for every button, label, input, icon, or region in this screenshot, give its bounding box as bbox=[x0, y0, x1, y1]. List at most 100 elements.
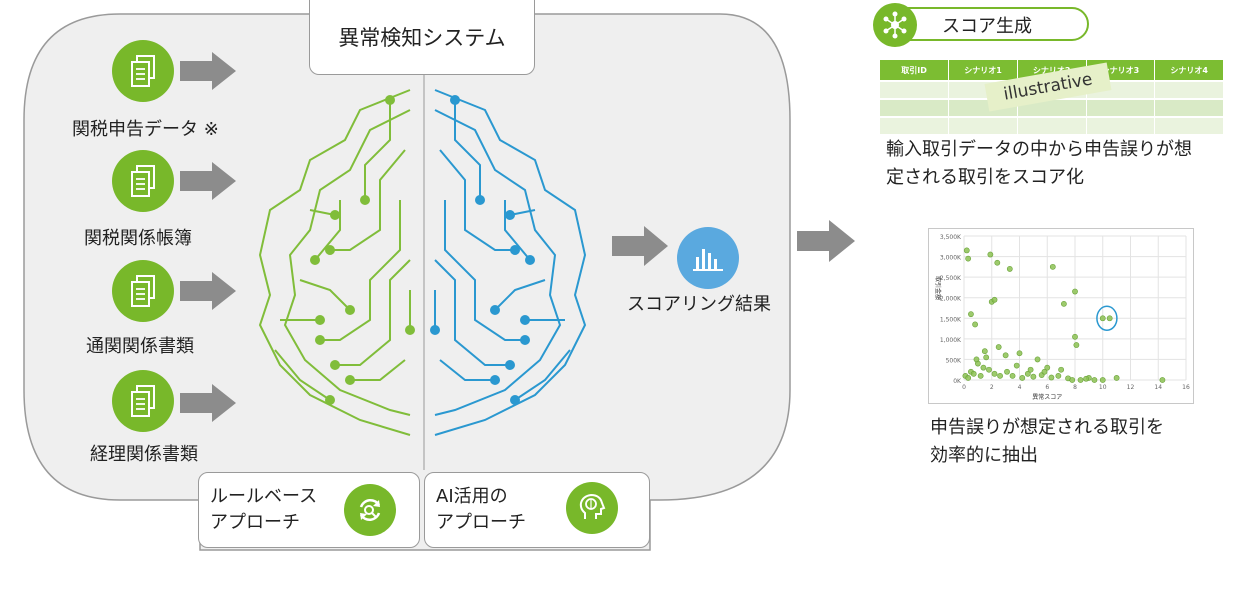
y-tick-label: 3,000K bbox=[940, 255, 962, 262]
network-icon bbox=[873, 3, 917, 47]
table-row bbox=[880, 116, 1224, 134]
scatter-point bbox=[963, 247, 970, 254]
scatter-point bbox=[977, 372, 984, 379]
refresh-search-icon bbox=[344, 484, 396, 536]
bar-chart-icon bbox=[677, 227, 739, 289]
scatter-point bbox=[981, 348, 988, 355]
scatter-point bbox=[1083, 375, 1089, 382]
table-header-cell: 取引ID bbox=[880, 60, 950, 81]
scatter-point bbox=[997, 372, 1003, 379]
score-generation-title: スコア生成 bbox=[942, 16, 1032, 37]
scatter-point bbox=[968, 311, 974, 318]
scatter-point bbox=[1024, 370, 1031, 377]
system-title: 異常検知システム bbox=[309, 0, 535, 75]
scatter-point bbox=[1027, 366, 1034, 373]
scatter-point bbox=[972, 321, 978, 328]
x-tick-label: 0 bbox=[962, 384, 966, 391]
scatter-point bbox=[1044, 364, 1051, 371]
scatter-point bbox=[1041, 368, 1048, 375]
y-tick-label: 2,500K bbox=[940, 275, 962, 282]
scatter-point bbox=[1019, 375, 1026, 381]
document-icon bbox=[112, 370, 174, 432]
document-icon bbox=[112, 260, 174, 322]
scatter-point bbox=[1113, 375, 1120, 381]
source-label: 経理関係書類 bbox=[90, 444, 198, 465]
scatter-point bbox=[1073, 342, 1080, 348]
y-tick-label: 2,000K bbox=[940, 296, 962, 303]
scatter-point bbox=[1069, 377, 1076, 383]
scatter-point bbox=[1106, 315, 1113, 322]
scatter-point bbox=[1091, 377, 1098, 383]
scatter-point bbox=[965, 375, 972, 381]
source-label: 関税関係帳簿 bbox=[84, 228, 192, 249]
y-tick-label: 1,500K bbox=[940, 316, 962, 323]
scatter-point bbox=[986, 366, 992, 373]
highlight-circle bbox=[1096, 305, 1118, 332]
scatter-point bbox=[983, 354, 990, 361]
input-arrow bbox=[180, 272, 236, 310]
scatter-point bbox=[1048, 374, 1055, 381]
scatter-point bbox=[1072, 288, 1078, 295]
score-generation-description: 輸入取引データの中から申告誤りが想 定される取引をスコア化 bbox=[886, 139, 1192, 188]
scatter-point bbox=[965, 255, 972, 262]
scatter-point bbox=[1060, 300, 1067, 307]
scatter-point bbox=[980, 364, 987, 371]
scatter-point bbox=[1009, 372, 1016, 379]
y-tick-label: 0K bbox=[953, 378, 962, 385]
scatter-point bbox=[1058, 366, 1065, 373]
document-icon bbox=[112, 150, 174, 212]
scatter-point bbox=[1099, 315, 1106, 322]
x-tick-label: 2 bbox=[990, 384, 994, 391]
scatter-point bbox=[1049, 263, 1056, 270]
scatter-point bbox=[991, 296, 998, 303]
brain-circuit-diagram bbox=[258, 89, 587, 436]
x-tick-label: 14 bbox=[1154, 384, 1162, 391]
scatter-point bbox=[995, 344, 1002, 350]
x-tick-label: 6 bbox=[1045, 384, 1049, 391]
x-tick-label: 8 bbox=[1073, 384, 1077, 391]
scatter-point bbox=[1016, 350, 1023, 357]
source-label: 通関関係書類 bbox=[86, 336, 194, 357]
scatter-point bbox=[1004, 368, 1010, 375]
source-label: 関税申告データ ※ bbox=[72, 119, 219, 140]
x-tick-label: 16 bbox=[1182, 384, 1190, 391]
scatter-point bbox=[1055, 372, 1062, 379]
scatter-point bbox=[1002, 352, 1009, 359]
scatter-point bbox=[1006, 266, 1013, 272]
scatter-point bbox=[1034, 356, 1041, 363]
scatter-point bbox=[1013, 362, 1020, 369]
table-header-cell: シナリオ4 bbox=[1154, 60, 1224, 81]
scoring-result-label: スコアリング結果 bbox=[627, 294, 771, 315]
extraction-description: 申告誤りが想定される取引を 効率的に抽出 bbox=[930, 417, 1164, 466]
ai-approach-label: AI活用の アプローチ bbox=[436, 486, 526, 533]
x-axis-label: 異常スコア bbox=[1032, 393, 1062, 401]
y-tick-label: 500K bbox=[946, 357, 962, 364]
y-axis-label: 取引金額 bbox=[934, 276, 942, 300]
scatter-point bbox=[994, 259, 1001, 266]
input-arrow bbox=[180, 384, 236, 422]
input-arrow bbox=[180, 162, 236, 200]
scatter-point bbox=[970, 370, 977, 377]
input-arrow bbox=[180, 52, 236, 90]
table-row bbox=[880, 98, 1224, 117]
table-header-cell: シナリオ1 bbox=[948, 60, 1018, 81]
y-tick-label: 3,500K bbox=[940, 234, 962, 241]
scatter-point bbox=[991, 370, 998, 377]
document-icon bbox=[112, 40, 174, 102]
scatter-point bbox=[1030, 373, 1037, 380]
y-tick-label: 1,000K bbox=[940, 337, 962, 344]
scatter-point bbox=[1072, 333, 1078, 340]
scatter-point bbox=[973, 356, 980, 363]
x-tick-label: 4 bbox=[1018, 384, 1022, 391]
brain-head-icon bbox=[566, 482, 618, 534]
scatter-point bbox=[1099, 377, 1106, 383]
x-tick-label: 10 bbox=[1099, 384, 1107, 391]
x-tick-label: 12 bbox=[1127, 384, 1135, 391]
arrow-to-scoring bbox=[612, 226, 668, 266]
scatter-point bbox=[1159, 377, 1166, 383]
scatter-point bbox=[987, 251, 994, 258]
arrow-to-output bbox=[797, 220, 855, 262]
scatter-point bbox=[1077, 377, 1084, 383]
rule-based-approach-label: ルールベース アプローチ bbox=[210, 486, 318, 533]
